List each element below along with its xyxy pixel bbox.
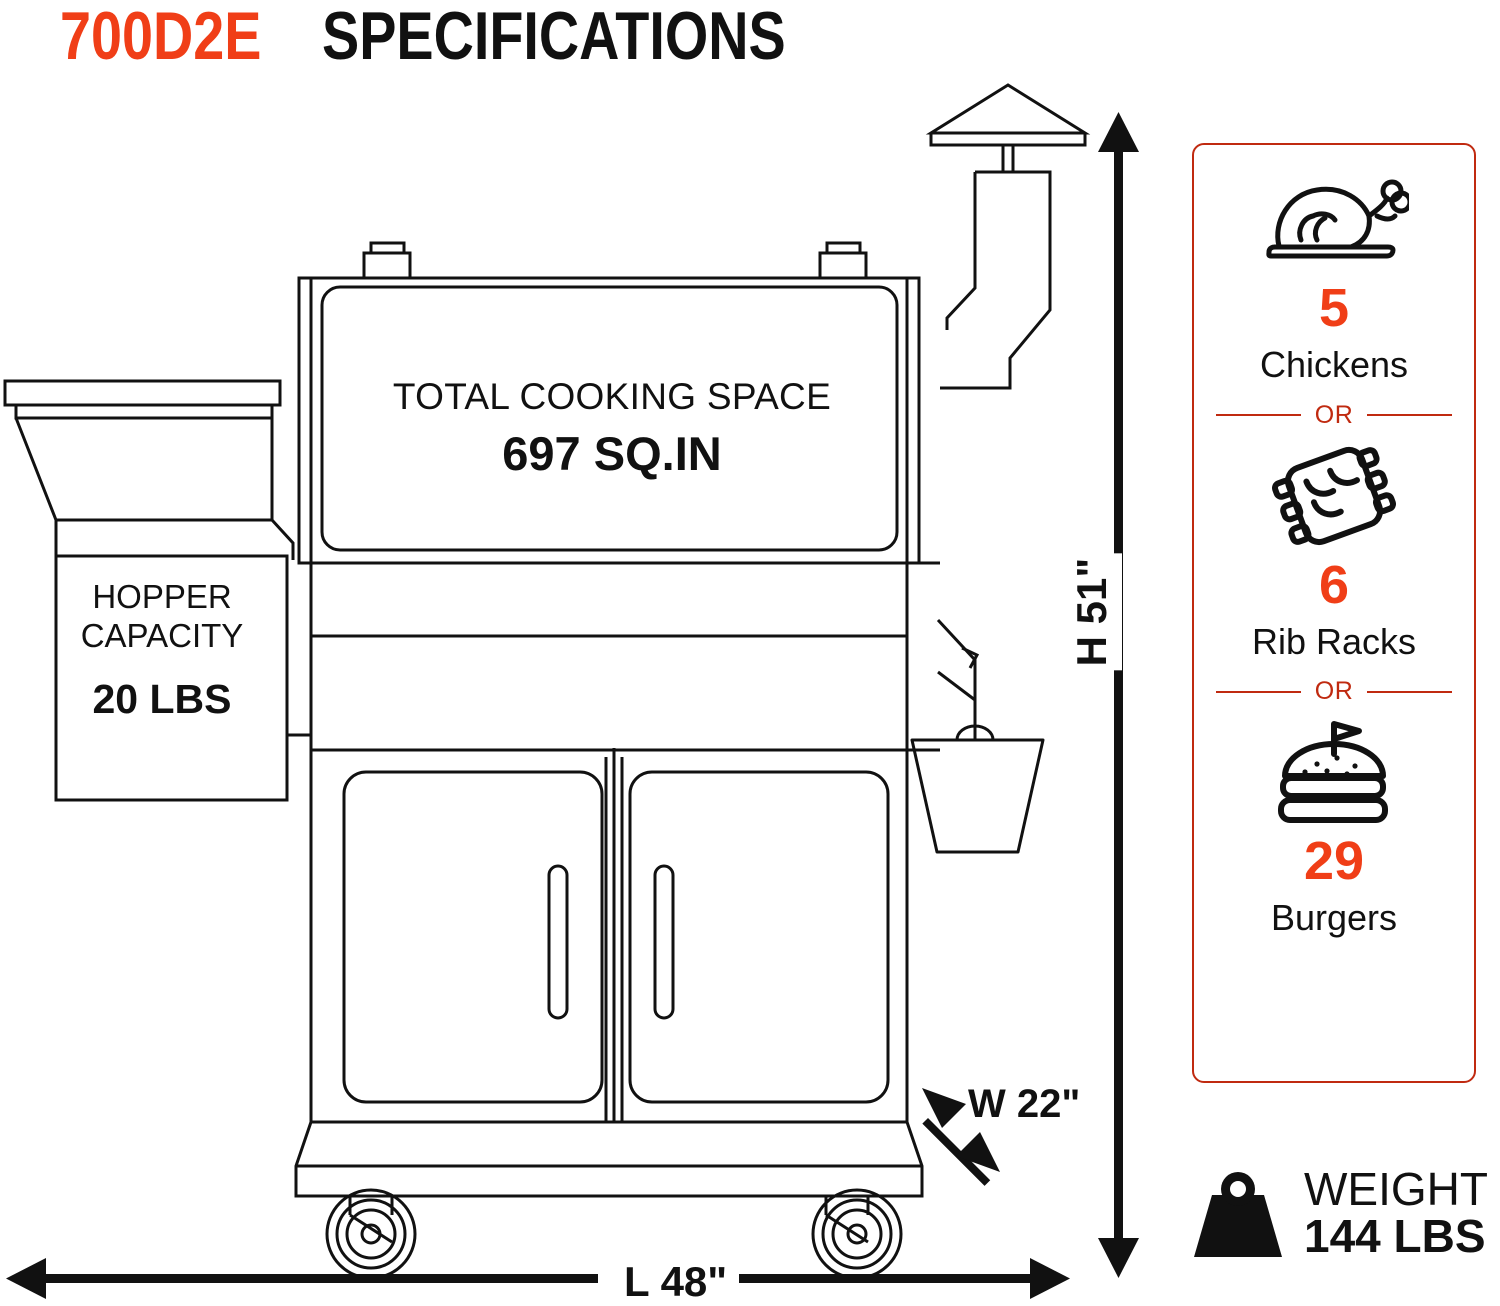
weight-text: WEIGHT 144 LBS <box>1304 1166 1488 1260</box>
page-title: 700D2E SPECIFICATIONS <box>60 2 887 70</box>
hopper-callout: HOPPER CAPACITY 20 LBS <box>38 578 286 723</box>
page-title-model: 700D2E <box>60 0 262 74</box>
chimney-stack <box>940 170 1052 390</box>
height-dimension-arrow <box>1098 112 1139 1278</box>
or-divider-line-right-2 <box>1367 690 1452 693</box>
or-divider-label-2: OR <box>1314 677 1354 706</box>
capacity-label-chickens: Chickens <box>1259 344 1409 385</box>
cabinet-door-right <box>628 770 890 1104</box>
capacity-item-chickens: 5 Chickens <box>1194 159 1474 385</box>
hopper-label-line2: CAPACITY <box>80 616 244 654</box>
control-band <box>309 561 909 752</box>
body-right-edge <box>907 561 940 752</box>
burger-icon <box>1267 712 1401 832</box>
page-title-word: SPECIFICATIONS <box>321 0 786 74</box>
weight-title: WEIGHT <box>1304 1163 1488 1216</box>
weight-value: 144 LBS <box>1304 1210 1486 1262</box>
capacity-count-rib-racks: 6 <box>1318 554 1350 615</box>
hopper-lid <box>3 379 282 407</box>
or-divider-line-left-2 <box>1216 690 1301 693</box>
length-dimension-label: L 48" <box>612 1258 740 1306</box>
door-handle-left <box>547 864 569 1020</box>
capacity-item-rib-racks: 6 Rib Racks <box>1194 436 1474 662</box>
or-divider-2: OR <box>1216 677 1452 706</box>
or-divider-line-right <box>1367 414 1452 417</box>
capacity-panel: 5 Chickens OR <box>1192 143 1476 1083</box>
or-divider-label: OR <box>1314 400 1354 429</box>
rib-rack-icon <box>1269 436 1399 556</box>
capacity-label-rib-racks: Rib Racks <box>1251 620 1417 662</box>
length-dimension-arrow <box>6 1258 1070 1299</box>
weight-callout: WEIGHT 144 LBS <box>1186 1148 1488 1278</box>
chimney-cap-icon <box>925 83 1091 172</box>
grill-illustration <box>3 83 1091 1280</box>
width-dimension-label: W 22" <box>968 1082 1081 1126</box>
capacity-count-chickens: 5 <box>1318 278 1350 338</box>
grease-bucket <box>910 618 1045 854</box>
hopper-value: 20 LBS <box>92 675 232 722</box>
door-center-seam <box>604 748 624 1122</box>
capacity-item-burgers: 29 Burgers <box>1194 712 1474 938</box>
hopper-label-line1: HOPPER <box>92 578 232 615</box>
hopper <box>3 379 311 802</box>
cabinet-body <box>309 750 909 1124</box>
lid-handle-left <box>362 241 412 278</box>
roast-chicken-icon <box>1259 159 1409 279</box>
cooking-space-callout: TOTAL COOKING SPACE 697 SQ.IN <box>372 376 852 481</box>
door-handle-right <box>653 864 675 1020</box>
capacity-label-burgers: Burgers <box>1270 897 1398 939</box>
cooking-space-label: TOTAL COOKING SPACE <box>392 376 832 417</box>
or-divider-1: OR <box>1216 401 1452 430</box>
cabinet-door-left <box>342 770 604 1104</box>
capacity-count-burgers: 29 <box>1303 831 1365 892</box>
base-plinth <box>294 1121 924 1198</box>
height-dimension-label: H 51" <box>1062 553 1122 671</box>
width-dimension-arrow <box>922 1088 1000 1186</box>
lid-handle-right <box>818 241 868 278</box>
cooking-space-value: 697 SQ.IN <box>502 427 722 480</box>
or-divider-line-left <box>1216 414 1301 417</box>
weight-icon <box>1186 1161 1290 1265</box>
dimension-arrows <box>6 112 1139 1299</box>
